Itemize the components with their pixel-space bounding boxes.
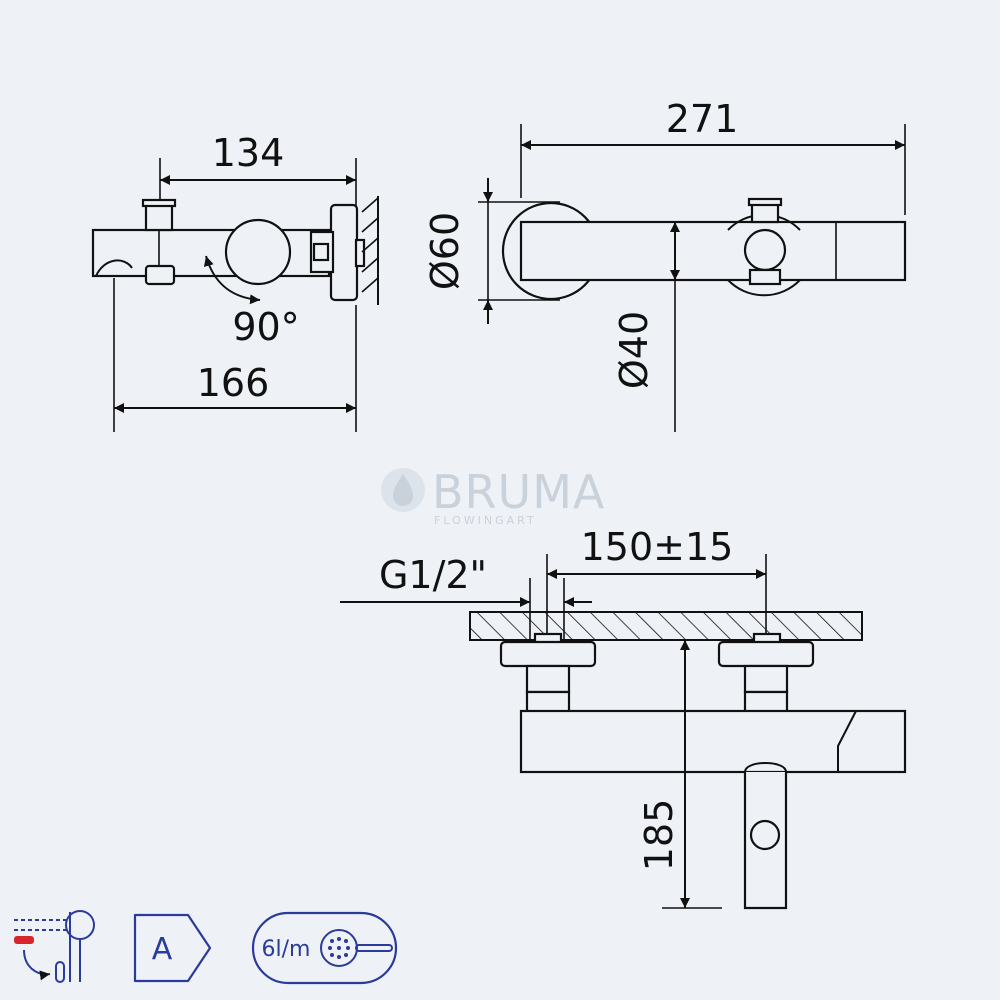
watermark-brand: BRUMA (432, 465, 605, 519)
energy-class-label: A (152, 932, 173, 967)
dim-projection: 185 (637, 799, 681, 872)
dim-connection-thread: G1/2" (379, 553, 487, 597)
dim-rotation: 90° (232, 305, 299, 349)
dim-top-width: 134 (212, 131, 285, 175)
dim-overall-width: 166 (197, 361, 270, 405)
installation-view: G1/2" 150±15 185 (340, 525, 907, 910)
energy-class-icon: A (133, 913, 212, 983)
dim-length: 271 (666, 97, 739, 141)
brand-watermark: BRUMA FLOWINGART (381, 465, 605, 527)
dim-diameter-small: Ø40 (612, 311, 656, 389)
flow-rate-shower-icon: 6l/m (251, 911, 398, 985)
watermark-tagline: FLOWINGART (434, 514, 537, 527)
front-view: 271 Ø60 Ø40 (423, 97, 907, 432)
thermostatic-mixer-icon (14, 910, 95, 983)
dim-diameter-large: Ø60 (423, 212, 467, 290)
side-view: 134 166 90° (91, 131, 379, 432)
dim-center-distance: 150±15 (581, 525, 734, 569)
flow-rate-label: 6l/m (262, 937, 311, 962)
